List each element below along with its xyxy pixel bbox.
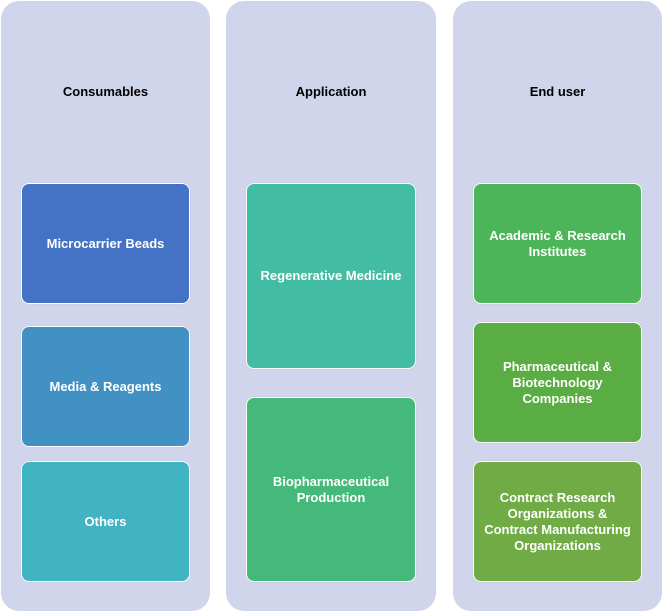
- card-pharmaceutical-biotechnology-companies: Pharmaceutical & Biotechnology Companies: [473, 322, 642, 443]
- card-microcarrier-beads: Microcarrier Beads: [21, 183, 190, 304]
- card-label: Academic & Research Institutes: [489, 227, 626, 259]
- card-regenerative-medicine: Regenerative Medicine: [246, 183, 416, 369]
- card-label: Microcarrier Beads: [46, 235, 165, 251]
- card-academic-research-institutes: Academic & Research Institutes: [473, 183, 642, 304]
- column-end-user: End user Academic & Research Institutes …: [453, 1, 662, 611]
- card-label: Biopharmaceutical Production: [272, 473, 390, 505]
- card-label: Regenerative Medicine: [260, 268, 402, 283]
- column-title-end-user: End user: [529, 84, 586, 99]
- column-title-application: Application: [295, 84, 367, 99]
- card-media-reagents: Media & Reagents: [21, 326, 190, 447]
- card-label: Pharmaceutical & Biotechnology Companies: [502, 358, 613, 406]
- card-others: Others: [21, 461, 190, 582]
- column-title-consumables: Consumables: [62, 84, 149, 99]
- card-biopharmaceutical-production: Biopharmaceutical Production: [246, 397, 416, 582]
- card-contract-research-manufacturing: Contract Research Organizations & Contra…: [473, 461, 642, 582]
- column-consumables: Consumables Microcarrier Beads Media & R…: [1, 1, 210, 611]
- column-application: Application Regenerative Medicine Biopha…: [226, 1, 436, 611]
- card-label: Media & Reagents: [49, 378, 162, 394]
- card-label: Others: [84, 513, 127, 529]
- card-label: Contract Research Organizations & Contra…: [484, 489, 631, 553]
